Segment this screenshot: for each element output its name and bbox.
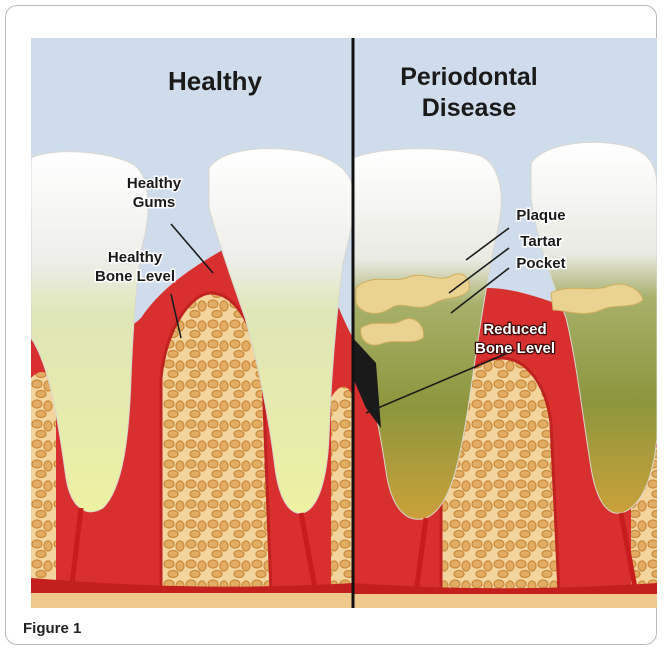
disease-title-line1: Periodontal xyxy=(400,63,538,91)
healthy-gums-label-line1: Healthy xyxy=(127,175,182,192)
tartar-label: Tartar xyxy=(520,233,562,250)
plaque-label: Plaque xyxy=(516,207,565,224)
figure-frame: Healthy Healthy Gums Healthy Bone Level … xyxy=(5,5,657,645)
reduced-bone-label-line1: Reduced xyxy=(483,321,546,338)
healthy-title: Healthy xyxy=(168,66,262,96)
healthy-gums-label-line2: Gums xyxy=(133,194,176,211)
healthy-bone-label-line2: Bone Level xyxy=(95,268,175,285)
figure-caption: Figure 1 xyxy=(23,620,81,637)
disease-title-line2: Disease xyxy=(422,94,517,122)
periodontal-diagram: Healthy Healthy Gums Healthy Bone Level … xyxy=(31,38,657,608)
pocket-label: Pocket xyxy=(516,255,565,272)
healthy-bone-label-line1: Healthy xyxy=(108,249,163,266)
reduced-bone-label-line2: Bone Level xyxy=(475,340,555,357)
